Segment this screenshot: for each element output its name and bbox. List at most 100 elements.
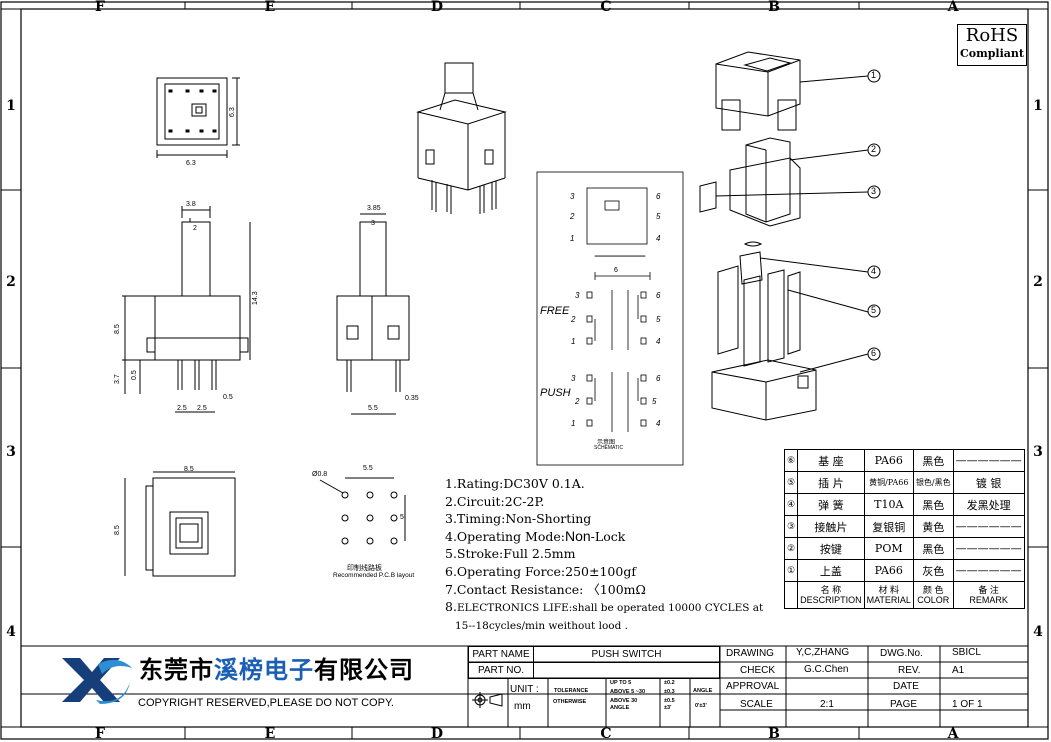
- rohs-badge: RoHS Compliant: [957, 24, 1027, 66]
- balloon-1: 1: [871, 70, 877, 80]
- schematic-push-pin-6: 6: [656, 374, 661, 383]
- schematic-pin-4: 4: [656, 234, 661, 243]
- zone-row-3-right: 3: [1033, 444, 1043, 460]
- date-label: DATE: [893, 681, 919, 692]
- bom-no: ⑤: [783, 471, 799, 494]
- zone-col-d-bottom: D: [430, 726, 444, 742]
- dim-pcb-height: 5: [400, 514, 404, 521]
- approval-label: APPROVAL: [726, 681, 780, 692]
- dim-front-top-width: 3.8: [186, 201, 196, 208]
- drawing-value: Y,C,ZHANG: [796, 647, 850, 658]
- schematic-push-pin-3: 3: [571, 374, 576, 383]
- schematic-pin-1: 1: [570, 234, 575, 243]
- dim-top-height: 6.3: [229, 107, 236, 117]
- bom-name: 弹 簧: [797, 493, 865, 516]
- dim-front-cap: 2: [193, 225, 197, 232]
- projection-symbol: [472, 692, 503, 708]
- schematic-push-pin-2: 2: [575, 397, 580, 406]
- note-contact-resistance: 7.Contact Resistance: 〈100mΩ: [445, 581, 646, 597]
- balloon-5: 5: [871, 305, 877, 315]
- bom-no: ②: [783, 537, 799, 560]
- angle-value: 0'±3': [695, 703, 707, 709]
- check-value: G.C.Chen: [804, 664, 849, 675]
- balloon-6: 6: [871, 348, 877, 358]
- bom-row: ② 按键 POM 黑色 ——————: [783, 537, 1025, 560]
- bom-row: ④ 弹 簧 T10A 黑色 发黑处理: [783, 493, 1025, 516]
- note-circuit: 2.Circuit:2C-2P.: [445, 493, 545, 509]
- dim-front-pin-width: 0.5: [223, 394, 233, 401]
- bom-remark: 发黑处理: [952, 493, 1025, 516]
- pcb-layout: [319, 477, 406, 545]
- part-name-label: PART NAME: [468, 646, 534, 663]
- zone-row-2-left: 2: [6, 274, 16, 290]
- dim-front-pin-height: 3.7: [114, 374, 121, 384]
- bom-remark: ——————: [952, 515, 1025, 538]
- zone-col-f-top: F: [95, 0, 105, 15]
- zone-col-e-top: E: [264, 0, 276, 15]
- bom-material: 复银铜: [863, 515, 914, 538]
- part-info-table: PART NAME PUSH SWITCH PART NO.: [468, 646, 720, 679]
- schematic-free-pin-6: 6: [656, 291, 661, 300]
- bom-color: 黑色: [912, 537, 954, 560]
- dim-pcb-width: 5.5: [363, 465, 373, 472]
- bom-remark: 镀 银: [952, 471, 1025, 494]
- tol-range-4: ANGLE: [610, 705, 630, 711]
- company-name-part1: 东莞市: [139, 656, 214, 684]
- zone-row-4-left: 4: [6, 624, 16, 640]
- schematic-push-pin-1: 1: [571, 419, 576, 428]
- bom-no: ④: [783, 493, 799, 516]
- pcb-layout-caption-en: Recommended P.C.B layout: [333, 572, 415, 579]
- dim-schematic-width: 6: [614, 267, 618, 274]
- schematic-free-pin-2: 2: [571, 315, 576, 324]
- zone-col-a-top: A: [947, 0, 959, 15]
- dim-front-pitch-a: 2.5: [177, 405, 187, 412]
- bom-name: 插 片: [797, 471, 865, 494]
- dim-side-cap: 3: [371, 220, 375, 227]
- dim-front-body-height: 8.5: [114, 324, 121, 334]
- zone-col-c-bottom: C: [600, 726, 612, 742]
- tol-value-2: ±0.3: [664, 689, 675, 695]
- note-electronics-life: 8.ELECTRONICS LIFE:shall be operated 100…: [445, 598, 763, 618]
- page-value: 1 OF 1: [952, 699, 983, 710]
- zone-row-1-left: 1: [6, 98, 16, 114]
- tol-value-1: ±0.2: [664, 680, 675, 686]
- pcb-layout-caption-cn: 印制线路板: [347, 564, 382, 572]
- scale-label: SCALE: [740, 699, 773, 710]
- bom-name: 基 座: [797, 449, 865, 472]
- balloon-4: 4: [871, 266, 877, 276]
- iso-view: [416, 62, 507, 214]
- balloon-3: 3: [871, 186, 877, 196]
- dim-top-width: 6.3: [186, 160, 196, 167]
- dwg-no-value: SBICL: [952, 647, 981, 658]
- bom-table: ⑥ 基 座 PA66 黑色 —————— ⑤ 插 片 黄铜/PA66 银色/黑色…: [783, 449, 1025, 609]
- zone-col-e-bottom: E: [264, 726, 276, 742]
- bom-row: ① 上盖 PA66 灰色 ——————: [783, 559, 1025, 582]
- company-logo: [62, 658, 132, 704]
- note-operating-mode-lock: -Lock: [590, 528, 626, 544]
- check-label: CHECK: [740, 665, 776, 676]
- schematic-pin-5: 5: [656, 212, 661, 221]
- note-operating-mode: 4.Operating Mode:Non-Lock: [445, 528, 763, 546]
- schematic-caption-en: SCHEMATIC: [594, 445, 624, 451]
- dim-bottom-height: 8.5: [114, 525, 121, 535]
- note-operating-mode-non: Non: [564, 527, 591, 544]
- bom-color: 黑色: [912, 493, 954, 516]
- note-electronics-life-num: 8.: [445, 599, 457, 615]
- bom-color: 灰色: [912, 559, 954, 582]
- bom-row: ③ 接触片 复银铜 黄色 ——————: [783, 515, 1025, 538]
- page-label: PAGE: [890, 699, 918, 710]
- company-name-part3: 有限公司: [314, 656, 414, 684]
- bom-material: PA66: [863, 559, 914, 582]
- rev-label: REV.: [898, 665, 921, 676]
- otherwise-label: OTHERWISE: [553, 699, 587, 705]
- note-electronics-life-text: ELECTRONICS LIFE:shall be operated 10000…: [456, 602, 764, 615]
- schematic-caption-cn: 示意图: [597, 439, 616, 446]
- dwg-no-label: DWG.No.: [880, 648, 923, 659]
- balloon-2: 2: [871, 144, 877, 154]
- tol-range-3: ABOVE 30: [610, 698, 638, 704]
- schematic-free-label: FREE: [540, 305, 570, 317]
